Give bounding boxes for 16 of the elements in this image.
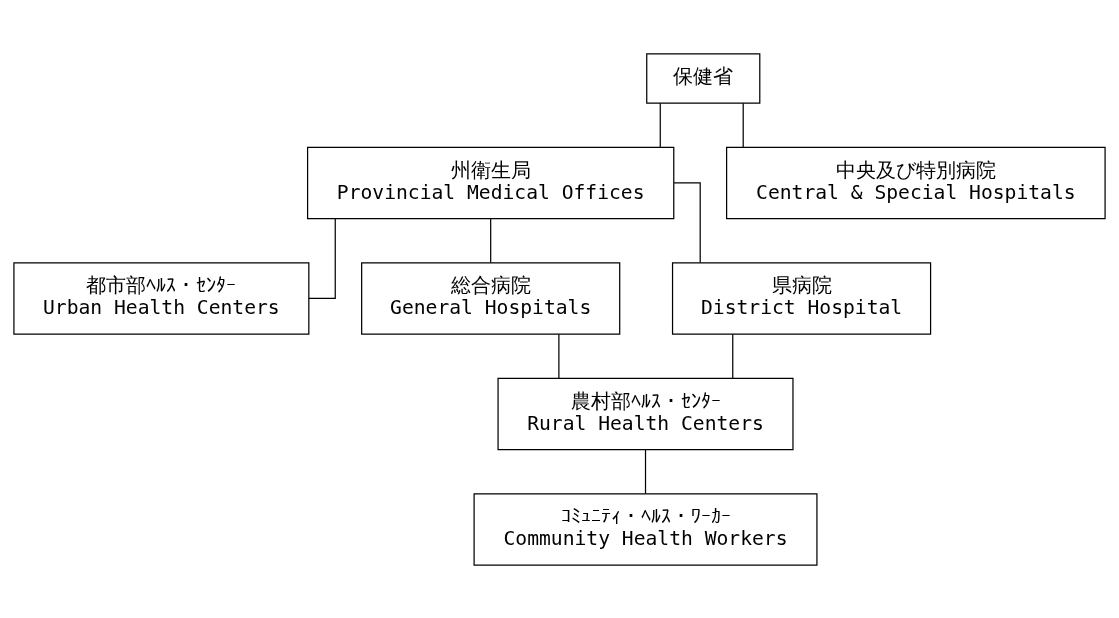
- connector: [742, 102, 744, 148]
- connector: [673, 181, 701, 263]
- node-box: ｺﾐｭﾆﾃｨ・ﾍﾙｽ・ﾜｰｶｰ Community Health Workers: [473, 492, 818, 566]
- node-box: 保健省: [646, 52, 761, 104]
- connector: [490, 217, 492, 263]
- connector: [558, 333, 560, 379]
- connector: [732, 333, 734, 379]
- node-box: 中央及び特別病院 Central & Special Hospitals: [726, 146, 1106, 219]
- node-box: 都市部ﾍﾙｽ・ｾﾝﾀｰ Urban Health Centers: [13, 261, 310, 335]
- connector: [308, 217, 336, 299]
- node-box: 県病院 District Hospital: [671, 261, 932, 335]
- node-box: 総合病院 General Hospitals: [361, 261, 621, 335]
- connector: [659, 102, 661, 148]
- node-box: 農村部ﾍﾙｽ・ｾﾝﾀｰ Rural Health Centers: [497, 377, 794, 450]
- node-box: 州衛生局 Provincial Medical Offices: [307, 146, 675, 219]
- connector: [644, 448, 647, 494]
